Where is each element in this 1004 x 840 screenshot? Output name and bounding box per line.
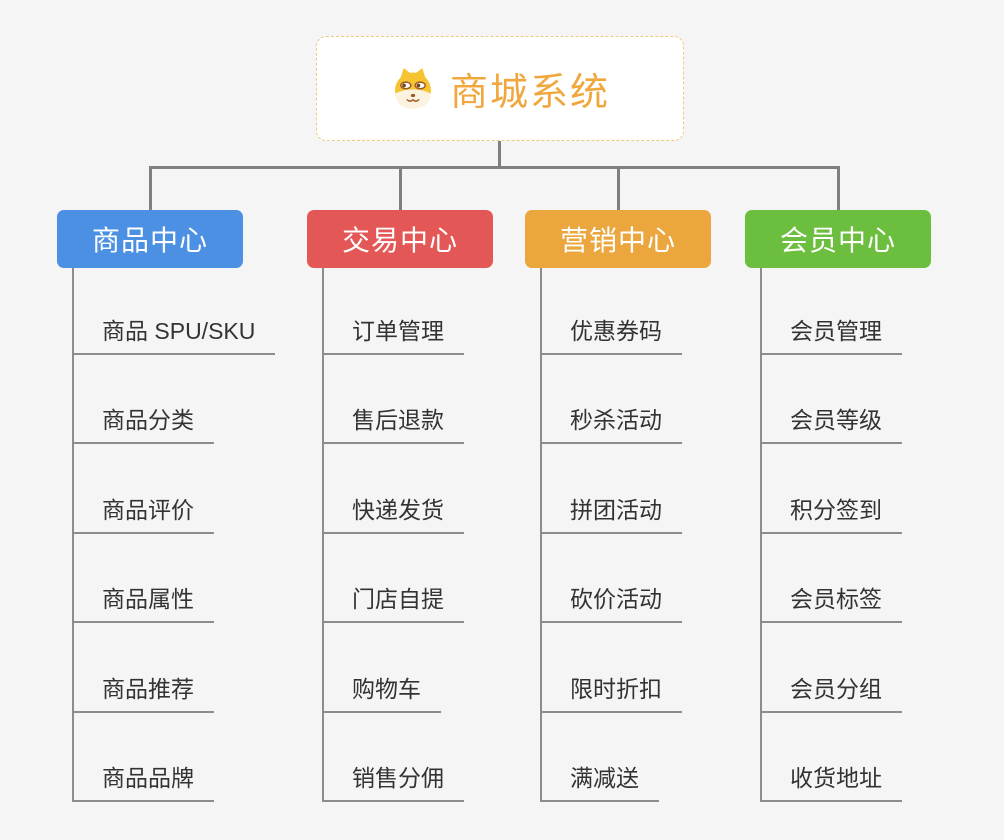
branch-drop-line-2 <box>617 166 620 210</box>
leaf-node[interactable]: 优惠券码 <box>540 317 682 355</box>
leaf-node[interactable]: 购物车 <box>322 675 441 713</box>
leaf-node[interactable]: 限时折扣 <box>540 675 682 713</box>
branch-label: 交易中心 <box>341 225 458 256</box>
leaf-label: 会员管理 <box>790 318 882 345</box>
branch-label: 会员中心 <box>779 225 896 256</box>
leaf-label: 售后退款 <box>352 407 444 434</box>
leaf-label: 优惠券码 <box>570 318 662 345</box>
branch-trunk-line <box>72 268 74 802</box>
leaf-node[interactable]: 商品评价 <box>72 496 214 534</box>
leaf-label: 商品品牌 <box>102 765 194 792</box>
root-node[interactable]: 商城系统 <box>316 36 684 141</box>
branch-node-0[interactable]: 商品中心 <box>57 210 243 268</box>
leaf-node[interactable]: 会员标签 <box>760 585 902 623</box>
leaf-label: 满减送 <box>570 765 639 792</box>
leaf-label: 门店自提 <box>352 586 444 613</box>
leaf-label: 购物车 <box>352 676 421 703</box>
root-label: 商城系统 <box>449 72 610 114</box>
branch-drop-line-0 <box>149 166 152 210</box>
leaf-label: 商品 SPU/SKU <box>102 318 256 345</box>
branch-drop-line-3 <box>837 166 840 210</box>
leaf-label: 收货地址 <box>790 765 882 792</box>
dog-face-icon <box>390 66 436 112</box>
leaf-node[interactable]: 商品推荐 <box>72 675 214 713</box>
branch-rail-line <box>149 166 840 169</box>
leaf-label: 限时折扣 <box>570 676 662 703</box>
branch-label: 营销中心 <box>559 225 676 256</box>
leaf-label: 拼团活动 <box>570 497 662 524</box>
leaf-label: 砍价活动 <box>570 586 662 613</box>
branch-trunk-line <box>540 268 542 802</box>
leaf-node[interactable]: 收货地址 <box>760 764 902 802</box>
leaf-node[interactable]: 销售分佣 <box>322 764 464 802</box>
branch-trunk-line <box>760 268 762 802</box>
leaf-label: 会员分组 <box>790 676 882 703</box>
branch-node-1[interactable]: 交易中心 <box>307 210 493 268</box>
leaf-node[interactable]: 快递发货 <box>322 496 464 534</box>
leaf-label: 积分签到 <box>790 497 882 524</box>
branch-node-2[interactable]: 营销中心 <box>525 210 711 268</box>
branch-node-3[interactable]: 会员中心 <box>745 210 931 268</box>
leaf-label: 订单管理 <box>352 318 444 345</box>
leaf-node[interactable]: 积分签到 <box>760 496 902 534</box>
leaf-label: 会员等级 <box>790 407 882 434</box>
leaf-node[interactable]: 满减送 <box>540 764 659 802</box>
leaf-label: 商品推荐 <box>102 676 194 703</box>
leaf-node[interactable]: 会员等级 <box>760 406 902 444</box>
leaf-label: 商品分类 <box>102 407 194 434</box>
leaf-node[interactable]: 会员管理 <box>760 317 902 355</box>
leaf-label: 商品评价 <box>102 497 194 524</box>
leaf-label: 销售分佣 <box>352 765 444 792</box>
leaf-label: 会员标签 <box>790 586 882 613</box>
leaf-node[interactable]: 商品属性 <box>72 585 214 623</box>
branch-drop-line-1 <box>399 166 402 210</box>
leaf-node[interactable]: 商品 SPU/SKU <box>72 317 276 355</box>
leaf-node[interactable]: 订单管理 <box>322 317 464 355</box>
root-connector-line <box>498 141 501 166</box>
leaf-node[interactable]: 门店自提 <box>322 585 464 623</box>
leaf-label: 快递发货 <box>352 497 444 524</box>
leaf-node[interactable]: 商品分类 <box>72 406 214 444</box>
leaf-node[interactable]: 砍价活动 <box>540 585 682 623</box>
leaf-node[interactable]: 拼团活动 <box>540 496 682 534</box>
leaf-node[interactable]: 商品品牌 <box>72 764 214 802</box>
leaf-node[interactable]: 秒杀活动 <box>540 406 682 444</box>
leaf-label: 秒杀活动 <box>570 407 662 434</box>
leaf-node[interactable]: 会员分组 <box>760 675 902 713</box>
leaf-label: 商品属性 <box>102 586 194 613</box>
branch-trunk-line <box>322 268 324 802</box>
leaf-node[interactable]: 售后退款 <box>322 406 464 444</box>
branch-label: 商品中心 <box>91 225 208 256</box>
